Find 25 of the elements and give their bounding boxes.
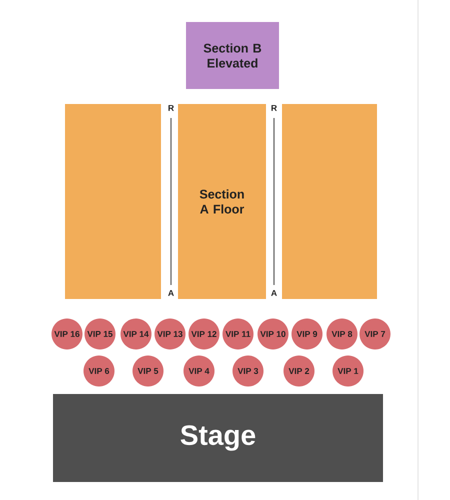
vip-table: VIP 15 <box>84 318 116 350</box>
vip-table: VIP 2 <box>284 356 314 386</box>
stage-block: Stage <box>53 394 383 482</box>
row-letter: R <box>272 105 277 111</box>
vip-table: VIP 14 <box>120 318 152 350</box>
section-block <box>65 104 161 299</box>
vip-table: VIP 9 <box>292 318 322 350</box>
vip-table: VIP 1 <box>332 356 364 386</box>
vip-table: VIP 13 <box>154 318 186 350</box>
row-letter: A <box>168 290 174 296</box>
vip-table: VIP 10 <box>258 318 288 350</box>
vip-table: VIP 5 <box>132 356 164 386</box>
vip-table: VIP 11 <box>222 318 254 350</box>
vip-table: VIP 7 <box>360 318 390 350</box>
vip-table: VIP 16 <box>52 318 82 350</box>
section-block <box>282 104 377 299</box>
section-block: Section B Elevated <box>186 22 279 89</box>
vip-table: VIP 8 <box>326 318 358 350</box>
section-block: Section A Floor <box>178 104 266 299</box>
vip-table: VIP 6 <box>84 356 114 386</box>
row-letter: R <box>168 105 174 111</box>
vip-table: VIP 12 <box>188 318 220 350</box>
vip-table: VIP 4 <box>184 356 214 386</box>
vip-table: VIP 3 <box>232 356 264 386</box>
row-letter: A <box>271 290 277 296</box>
